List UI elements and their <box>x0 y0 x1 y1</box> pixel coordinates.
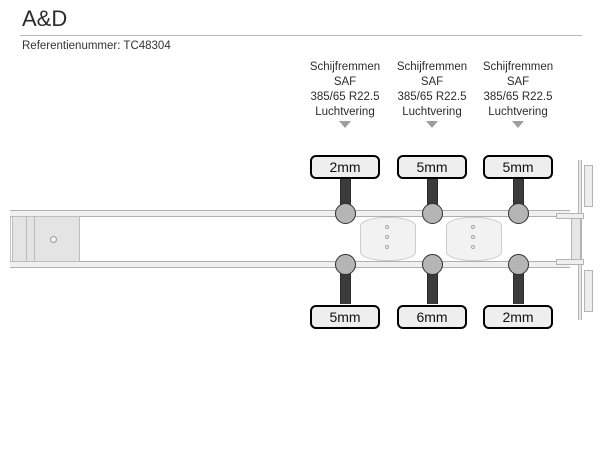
kingpin-plate-divider-2 <box>34 216 35 262</box>
page-header: A&D Referentienummer: TC48304 <box>0 0 600 56</box>
axle-1-suspension: Luchtvering <box>315 106 375 118</box>
axle-3-tread-bottom[interactable]: 2mm <box>483 305 553 329</box>
axle-1-hub-top <box>335 203 356 224</box>
page-title: A&D <box>22 6 68 31</box>
axle-1-tread-bottom[interactable]: 5mm <box>310 305 380 329</box>
kingpin-plate <box>12 216 80 262</box>
axle-2-tyre-size: 385/65 R22.5 <box>397 91 467 103</box>
axle-1-hub-bottom <box>335 254 356 275</box>
axle-spec-3: Schijfremmen SAF 385/65 R22.5 Luchtverin… <box>472 60 564 128</box>
rear-arm-bottom <box>556 259 584 265</box>
axle-3-brakes: Schijfremmen <box>482 61 554 73</box>
axle-3-suspension: Luchtvering <box>488 106 548 118</box>
rear-beam <box>571 218 581 264</box>
axle-1-brakes: Schijfremmen <box>309 61 381 73</box>
reference-number: Referentienummer: TC48304 <box>22 40 171 52</box>
axle-1-upper-stem <box>340 176 351 222</box>
axle-1-tyre-size: 385/65 R22.5 <box>310 91 380 103</box>
chassis-rail-bottom <box>10 261 570 268</box>
axle-spec-1: Schijfremmen SAF 385/65 R22.5 Luchtverin… <box>299 60 391 128</box>
suspension-bracket-1 <box>360 217 416 261</box>
axle-3-make: SAF <box>506 76 530 88</box>
axle-2-suspension: Luchtvering <box>402 106 462 118</box>
axle-3-tyre-size: 385/65 R22.5 <box>483 91 553 103</box>
axle-1-lower-stem <box>340 256 351 304</box>
suspension-bracket-1-holes <box>385 225 390 255</box>
axle-1-pointer-down-icon <box>339 121 351 128</box>
axle-3-lower-stem <box>513 256 524 304</box>
rear-arm-top <box>556 213 584 219</box>
axle-2-hub-bottom <box>422 254 443 275</box>
kingpin-plate-divider-1 <box>26 216 27 262</box>
axle-2-make: SAF <box>420 76 444 88</box>
axle-2-tread-bottom[interactable]: 6mm <box>397 305 467 329</box>
axle-2-tread-top[interactable]: 5mm <box>397 155 467 179</box>
rear-tab-bottom <box>584 270 593 312</box>
axle-2-pointer-down-icon <box>426 121 438 128</box>
axle-3-hub-bottom <box>508 254 529 275</box>
chassis-rail-top <box>10 210 570 217</box>
axle-2-hub-top <box>422 203 443 224</box>
axle-1-make: SAF <box>333 76 357 88</box>
axle-2-upper-stem <box>427 176 438 222</box>
header-divider <box>20 35 582 36</box>
suspension-bracket-2 <box>446 217 502 261</box>
axle-3-tread-top[interactable]: 5mm <box>483 155 553 179</box>
axle-3-pointer-down-icon <box>512 121 524 128</box>
rear-tab-top <box>584 165 593 207</box>
kingpin-hole <box>50 236 57 243</box>
axle-3-upper-stem <box>513 176 524 222</box>
axle-2-lower-stem <box>427 256 438 304</box>
axle-spec-2: Schijfremmen SAF 385/65 R22.5 Luchtverin… <box>386 60 478 128</box>
axle-1-tread-top[interactable]: 2mm <box>310 155 380 179</box>
suspension-bracket-2-holes <box>471 225 476 255</box>
axle-2-brakes: Schijfremmen <box>396 61 468 73</box>
axle-3-hub-top <box>508 203 529 224</box>
